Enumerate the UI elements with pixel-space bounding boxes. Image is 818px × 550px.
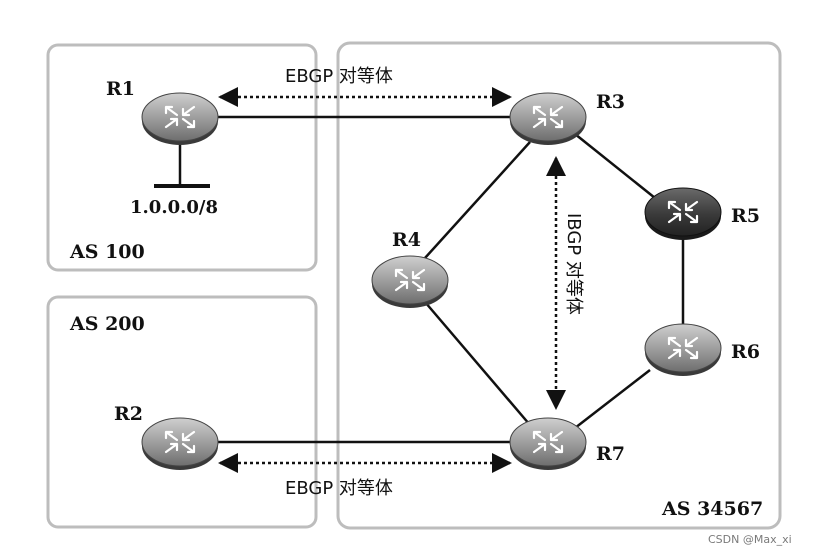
router-label-r2: R2: [114, 403, 143, 425]
router-arrows-icon: [394, 268, 426, 292]
watermark: CSDN @Max_xi: [708, 533, 792, 546]
as34567-box: [336, 41, 782, 530]
router-arrows-icon: [164, 105, 196, 129]
link-r3-r5: [574, 133, 656, 199]
link-r3-r4: [424, 141, 531, 259]
router-r7: [509, 417, 587, 470]
router-r5: [644, 187, 722, 240]
router-arrows-icon: [667, 200, 699, 224]
router-r6: [644, 323, 722, 376]
router-arrows-icon: [667, 336, 699, 360]
router-arrows-icon: [164, 430, 196, 454]
as100-box: [46, 43, 318, 272]
network-prefix: 1.0.0.0/8: [130, 197, 218, 218]
router-arrows-icon: [532, 430, 564, 454]
as200-label: AS 200: [69, 313, 145, 335]
ebgp-bottom-label: EBGP 对等体: [285, 478, 393, 499]
router-label-r5: R5: [731, 205, 760, 227]
router-label-r4: R4: [392, 229, 421, 251]
router-r1: [141, 92, 219, 145]
router-label-r7: R7: [596, 443, 625, 465]
link-r4-r7: [424, 301, 531, 426]
router-label-r1: R1: [106, 78, 135, 100]
router-arrows-icon: [532, 105, 564, 129]
ibgp-label: IBGP 对等体: [563, 213, 584, 315]
router-r4: [371, 255, 449, 308]
ebgp-top-label: EBGP 对等体: [285, 66, 393, 87]
router-label-r3: R3: [596, 91, 625, 113]
links: [218, 115, 685, 444]
router-r2: [141, 417, 219, 470]
as100-label: AS 100: [69, 241, 145, 263]
router-r3: [509, 92, 587, 145]
link-r6-r7: [574, 369, 651, 429]
as200-box: [46, 295, 318, 529]
as34567-label: AS 34567: [661, 498, 763, 520]
router-label-r6: R6: [731, 341, 760, 363]
